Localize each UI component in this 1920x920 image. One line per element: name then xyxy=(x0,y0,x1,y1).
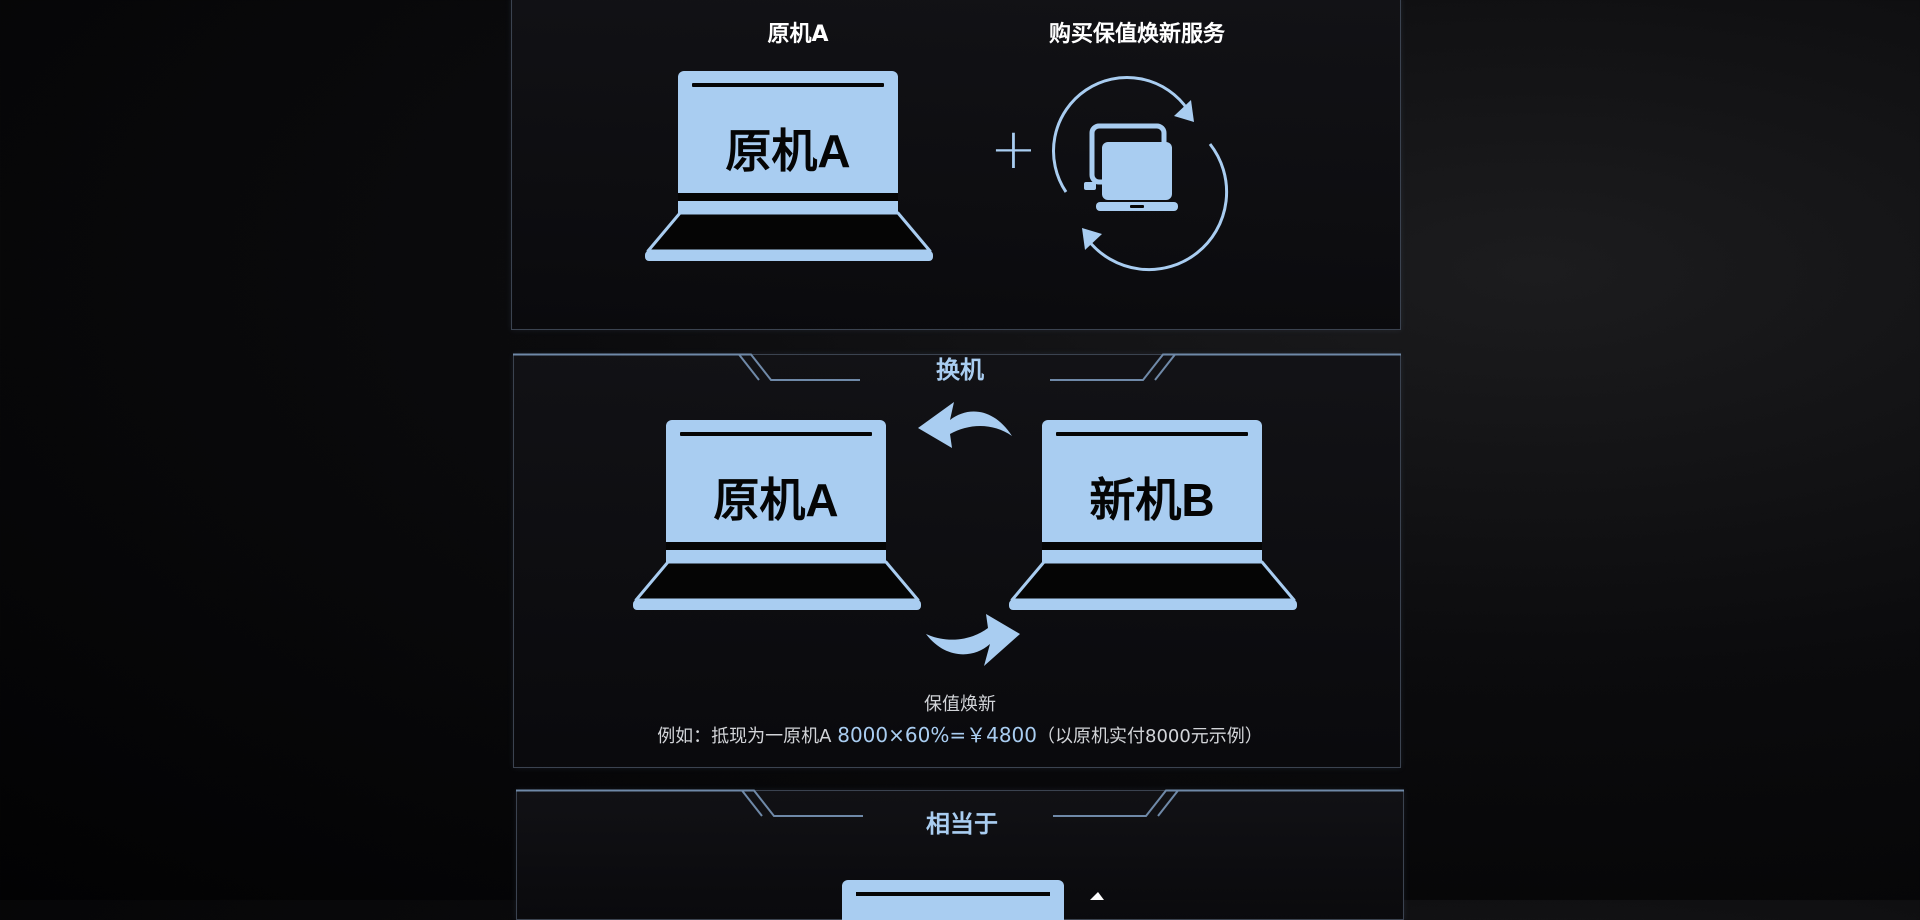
original-device-label: 原机A xyxy=(767,22,829,47)
laptop-screen-label: 原机A xyxy=(713,474,839,526)
laptop-base xyxy=(1009,560,1297,610)
swap-caption-title: 保值焕新 xyxy=(924,694,996,715)
equivalent-section-title: 相当于 xyxy=(926,810,998,838)
laptop-base xyxy=(645,211,933,261)
laptop-screen-partial xyxy=(842,880,1064,920)
screen-top-bar xyxy=(680,432,872,436)
swap-section-title: 换机 xyxy=(936,356,984,384)
trade-in-service-icon xyxy=(1052,76,1229,272)
original-laptop-a: 原机A xyxy=(632,420,922,614)
screen-top-bar xyxy=(856,892,1050,896)
swap-example-text: 例如：抵现为一原机A 8000×60%=￥4800（以原机实付8000元示例） xyxy=(657,719,1263,748)
refresh-arrow-icon-partial xyxy=(1090,892,1104,900)
screen-top-bar xyxy=(692,83,884,87)
laptop-base xyxy=(633,560,921,610)
screen-chin xyxy=(1042,542,1262,562)
screen-top-bar xyxy=(1056,432,1248,436)
original-laptop-a-top: 原机A xyxy=(644,71,934,265)
screen-chin xyxy=(666,542,886,562)
laptop-screen: 原机A xyxy=(666,420,886,562)
new-laptop-b: 新机B xyxy=(1008,420,1298,614)
example-suffix: （以原机实付8000元示例） xyxy=(1037,726,1263,747)
laptop-screen-label: 新机B xyxy=(1089,474,1215,526)
laptop-screen: 新机B xyxy=(1042,420,1262,562)
laptop-screen-label: 原机A xyxy=(725,125,851,177)
top-panel xyxy=(511,0,1401,330)
laptop-screen: 原机A xyxy=(678,71,898,213)
arrow-back-icon xyxy=(918,402,1012,448)
example-prefix: 例如：抵现为一原机A xyxy=(657,726,838,747)
service-label: 购买保值焕新服务 xyxy=(1048,22,1226,47)
screen-chin xyxy=(678,193,898,213)
example-formula: 8000×60%=￥4800 xyxy=(837,723,1037,747)
arrow-forward-icon xyxy=(926,614,1020,666)
